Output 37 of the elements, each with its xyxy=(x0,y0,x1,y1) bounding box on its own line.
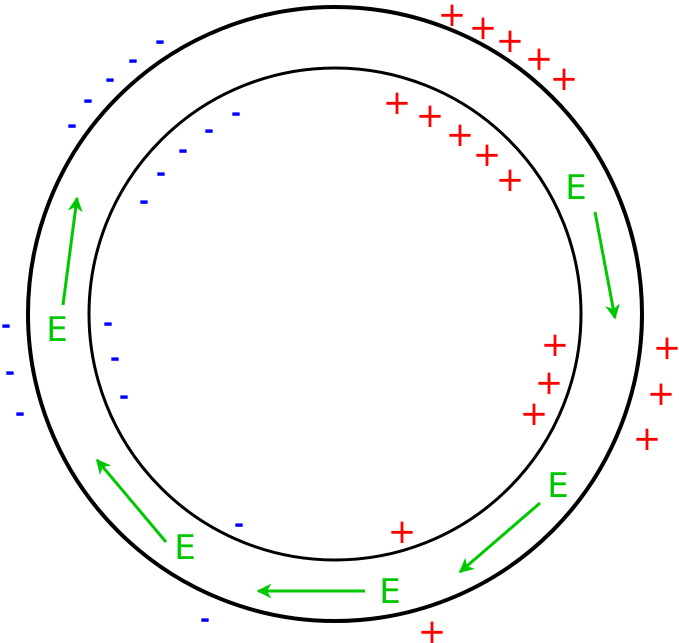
charge-sign: - xyxy=(5,360,15,384)
charge-sign: + xyxy=(534,366,564,400)
charge-sign: + xyxy=(520,397,548,431)
charge-sign: + xyxy=(496,24,524,58)
charge-sign: + xyxy=(416,99,444,133)
field-label: E xyxy=(565,171,587,205)
charge-sign: + xyxy=(652,331,679,365)
charge-sign: - xyxy=(231,101,241,125)
charge-sign: - xyxy=(119,384,129,408)
charge-sign: - xyxy=(156,161,166,185)
charge-sign: + xyxy=(438,0,466,32)
charge-sign: + xyxy=(468,11,498,45)
charge-sign: + xyxy=(388,515,416,549)
charge-sign: - xyxy=(128,48,138,72)
charge-sign: - xyxy=(139,189,149,213)
field-label: E xyxy=(46,313,68,347)
charge-sign: - xyxy=(83,88,93,112)
field-label: E xyxy=(174,531,196,565)
charge-sign: - xyxy=(110,346,120,370)
charge-sign: + xyxy=(446,118,474,152)
charge-sign: - xyxy=(155,29,165,53)
charge-sign: - xyxy=(200,607,210,631)
charge-sign: - xyxy=(204,118,214,142)
charge-sign: - xyxy=(178,138,188,162)
charge-sign: + xyxy=(418,615,446,643)
charge-sign: + xyxy=(540,328,570,362)
charge-sign: + xyxy=(646,377,676,411)
charge-sign: - xyxy=(234,512,244,536)
charge-sign: + xyxy=(382,86,412,120)
charge-sign: - xyxy=(1,313,11,337)
charge-sign: - xyxy=(67,113,77,137)
field-label: E xyxy=(547,469,569,503)
charge-sign: - xyxy=(105,67,115,91)
field-label: E xyxy=(379,575,401,609)
charge-sign: - xyxy=(15,401,25,425)
charge-sign: - xyxy=(103,311,113,335)
charge-sign: + xyxy=(632,422,662,456)
